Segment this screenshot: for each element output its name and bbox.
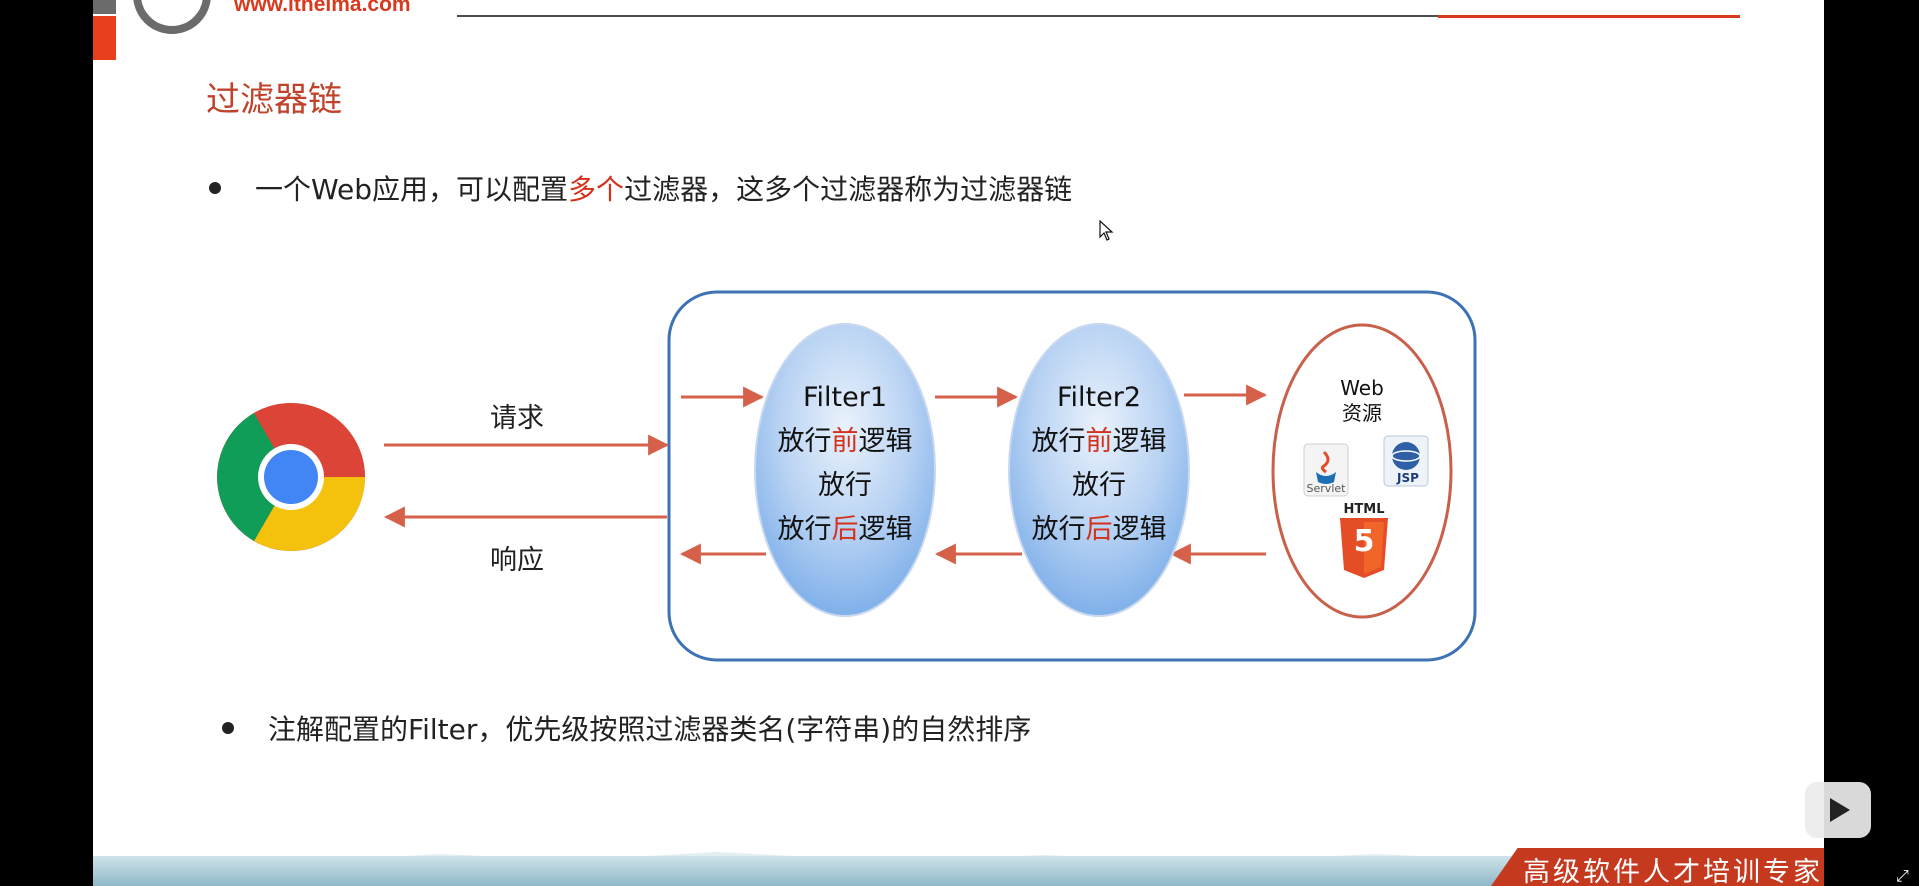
fullscreen-icon[interactable]: ⤢ <box>1896 866 1909 885</box>
filter1-pass: 放行 <box>818 470 872 501</box>
cursor-icon <box>1099 219 1115 246</box>
filter-chain-diagram <box>217 290 1477 662</box>
logo-block <box>93 0 116 14</box>
filter2-text: Filter2 放行前逻辑 放行 放行后逻辑 <box>1009 376 1189 552</box>
filter1-name: Filter1 <box>802 382 888 413</box>
chrome-icon <box>217 403 365 551</box>
bullet-text-highlight: 多个 <box>568 173 625 206</box>
footer-tag <box>1491 848 1824 886</box>
web-resource-title: Web 资源 <box>1340 376 1384 425</box>
filter2-pass: 放行 <box>1072 470 1126 501</box>
play-icon <box>1830 798 1850 822</box>
bullet-text-after: 过滤器，这多个过滤器称为过滤器链 <box>624 173 1073 206</box>
bullet-text: 注解配置的Filter，优先级按照过滤器类名(字符串)的自然排序 <box>268 713 1032 746</box>
filter2-name: Filter2 <box>1056 382 1142 413</box>
bullet-dot-icon <box>222 722 234 734</box>
html5-glyph: 5 <box>1353 524 1375 559</box>
footer-slogan: 高级软件人才培训专家 <box>1523 857 1823 886</box>
bullet-item-1: 一个Web应用，可以配置多个过滤器，这多个过滤器称为过滤器链 <box>209 168 1072 208</box>
filter2-after-logic: 放行后逻辑 <box>1031 514 1167 545</box>
response-label: 响应 <box>490 545 544 576</box>
filter1-text: Filter1 放行前逻辑 放行 放行后逻辑 <box>755 376 935 552</box>
servlet-label: Servlet <box>1306 482 1346 495</box>
play-button[interactable] <box>1805 782 1871 838</box>
jsp-label: JSP <box>1397 471 1419 485</box>
bullet-text-before: 一个Web应用，可以配置 <box>255 173 569 206</box>
html5-icon <box>1340 518 1388 578</box>
jsp-icon <box>1383 435 1429 487</box>
filter1-ellipse <box>754 323 936 617</box>
html-label: HTML <box>1343 502 1385 517</box>
filter1-before-logic: 放行前逻辑 <box>777 426 913 457</box>
servlet-icon <box>1303 443 1349 497</box>
filter1-after-logic: 放行后逻辑 <box>777 514 913 545</box>
logo-url: www.itheima.com <box>234 0 411 16</box>
filter-container <box>667 290 1477 662</box>
logo-accent <box>93 16 116 60</box>
slide: www.itheima.com 过滤器链 一个Web应用，可以配置多个过滤器，这… <box>93 0 1824 886</box>
filter2-before-logic: 放行前逻辑 <box>1031 426 1167 457</box>
request-label: 请求 <box>490 403 544 434</box>
web-resource-ellipse <box>1271 323 1453 619</box>
slide-title: 过滤器链 <box>206 80 342 120</box>
header-divider-accent <box>1438 15 1740 18</box>
filter2-ellipse <box>1008 323 1190 617</box>
bullet-item-2: 注解配置的Filter，优先级按照过滤器类名(字符串)的自然排序 <box>222 708 1031 748</box>
bullet-dot-icon <box>209 182 221 194</box>
header-divider <box>457 15 1740 17</box>
